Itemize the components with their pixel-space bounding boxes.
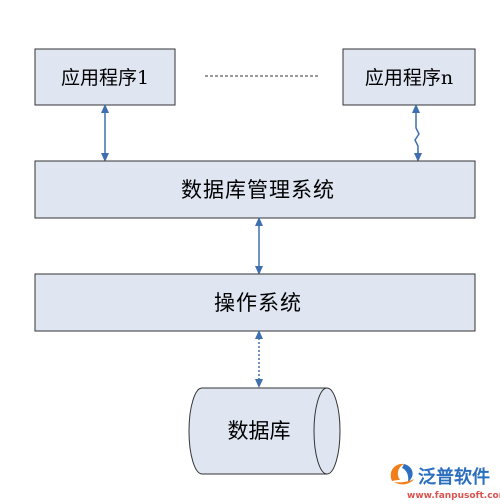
os-box: 操作系统 xyxy=(34,273,476,332)
watermark-brand: 泛普软件 xyxy=(418,466,490,488)
app1-box: 应用程序1 xyxy=(34,48,176,106)
appn-label: 应用程序n xyxy=(365,67,453,89)
dbms-label: 数据库管理系统 xyxy=(181,178,335,202)
os-label: 操作系统 xyxy=(214,291,302,315)
appn-dbms-arrow xyxy=(412,104,422,162)
watermark-url: www.fanpusoft.com xyxy=(407,491,500,501)
db-label: 数据库 xyxy=(228,419,291,443)
app1-label: 应用程序1 xyxy=(61,67,149,89)
fanpu-logo-icon xyxy=(390,463,414,485)
database-cylinder: 数据库 xyxy=(188,387,341,475)
watermark-logo: 泛普软件 www.fanpusoft.com xyxy=(390,463,500,501)
dbms-box: 数据库管理系统 xyxy=(34,160,476,219)
appn-box: 应用程序n xyxy=(342,48,476,106)
